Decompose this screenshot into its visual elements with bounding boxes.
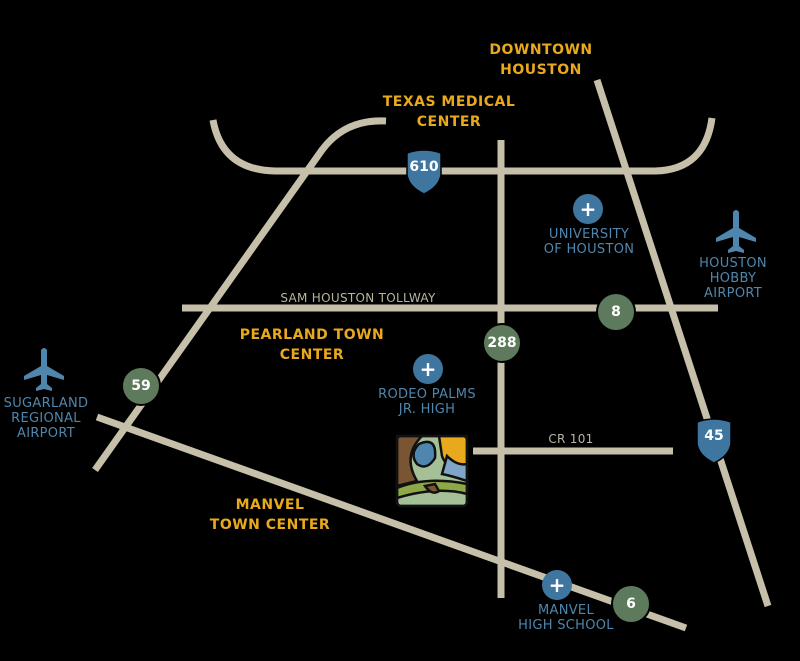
shield-icon	[406, 149, 442, 195]
route-8-badge: 8	[596, 292, 636, 332]
route-288-badge: 288	[482, 323, 522, 363]
route-59-badge: 59	[121, 366, 161, 406]
label-texas-medical-center: TEXAS MEDICAL CENTER	[382, 94, 516, 130]
airplane-icon	[716, 210, 756, 253]
road-59	[92, 117, 387, 473]
road-610	[209, 117, 716, 175]
label-pearland-town-center: PEARLAND TOWN CENTER	[239, 327, 385, 363]
school-plus-icon: +	[542, 570, 572, 600]
airplane-icon	[24, 348, 64, 391]
interstate-610-shield: 610	[405, 149, 443, 195]
label-houston-hobby-airport: HOUSTON HOBBY AIRPORT	[699, 256, 767, 301]
label-manvel-town-center: MANVEL TOWN CENTER	[209, 497, 331, 533]
route-number: 610	[409, 159, 439, 175]
shield-icon	[696, 418, 732, 464]
label-sam-houston-tollway: SAM HOUSTON TOLLWAY	[280, 291, 436, 305]
label-downtown-houston: DOWNTOWN HOUSTON	[489, 42, 593, 78]
school-plus-icon: +	[413, 354, 443, 384]
interstate-45-shield: 45	[695, 418, 733, 464]
route-number: 45	[704, 428, 724, 444]
community-logo	[395, 434, 469, 508]
route-6-badge: 6	[611, 584, 651, 624]
label-rodeo-palms-jr-high: RODEO PALMS JR. HIGH	[378, 387, 476, 417]
label-university-of-houston: UNIVERSITY OF HOUSTON	[543, 227, 635, 257]
school-plus-icon: +	[573, 194, 603, 224]
road-6	[95, 413, 688, 632]
label-sugarland-regional-airport: SUGARLAND REGIONAL AIRPORT	[3, 396, 89, 441]
label-manvel-high-school: MANVEL HIGH SCHOOL	[518, 603, 614, 633]
label-cr101: CR 101	[548, 432, 594, 446]
road-45	[593, 78, 772, 608]
